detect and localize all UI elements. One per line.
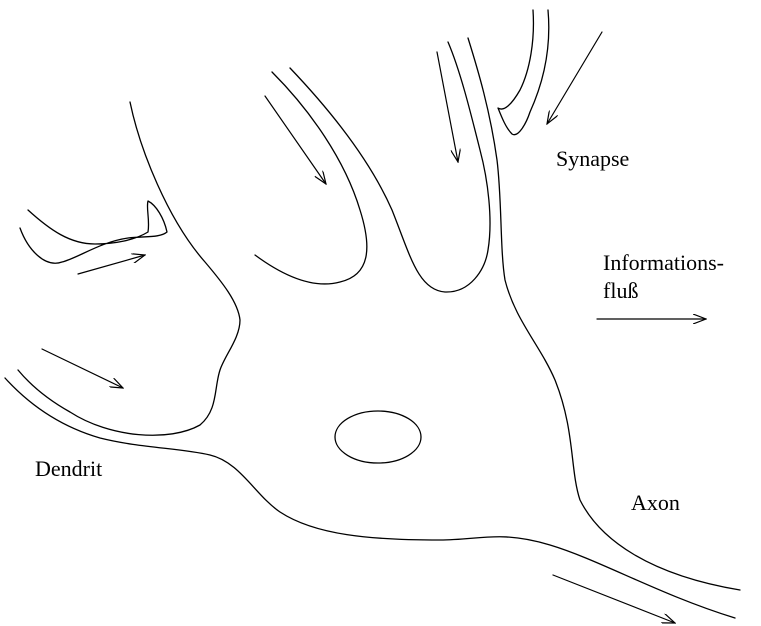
label-information-flow-line2: fluß — [603, 278, 638, 303]
label-information-flow-line1: Informations- — [603, 250, 724, 275]
right-dendrite-synapse — [468, 38, 740, 590]
left-dendrite-upper — [18, 102, 240, 435]
neuron-outline — [5, 10, 740, 618]
arrow-left-synapse — [78, 255, 145, 274]
left-synapse-dendrite-outer — [20, 201, 167, 263]
middle-dendrite-inner — [290, 42, 490, 292]
arrow-right-synapse — [547, 32, 602, 124]
label-synapse: Synapse — [556, 146, 629, 171]
left-dendrite-lower — [5, 378, 735, 618]
arrow-middle-dendrite — [265, 96, 326, 184]
arrow-left-dendrite — [42, 349, 123, 388]
right-synapse-knob — [498, 10, 549, 135]
middle-dendrite — [255, 72, 367, 284]
label-dendrite: Dendrit — [35, 456, 102, 481]
nucleus — [335, 411, 421, 463]
arrow-right-dendrite — [437, 52, 458, 162]
label-axon: Axon — [631, 490, 680, 515]
arrow-axon — [553, 575, 675, 623]
